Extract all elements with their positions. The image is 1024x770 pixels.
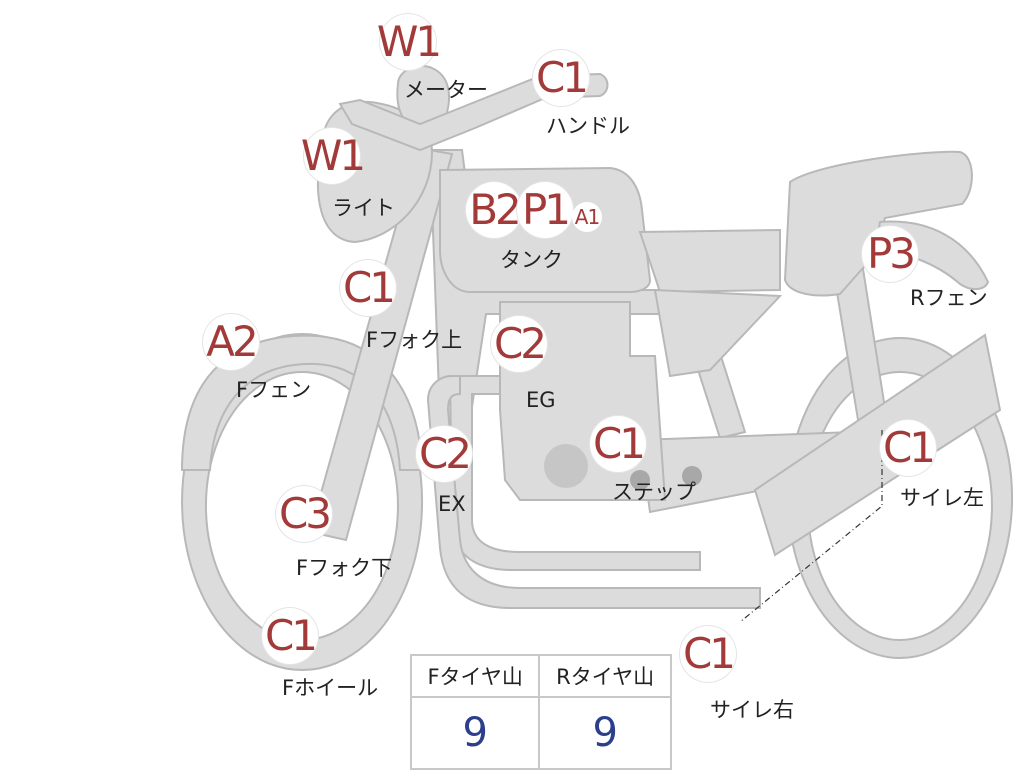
silencer-left-marker[interactable]: C1 [880, 420, 936, 476]
tire-tread-table: Fタイヤ山 Rタイヤ山 9 9 [409, 654, 672, 770]
meter-label: メーター [404, 78, 488, 102]
silencer [753, 333, 1002, 557]
exhaust-pipes-lower [426, 375, 761, 609]
side-cover [638, 228, 781, 294]
silencer-left-label: サイレ左 [900, 486, 984, 510]
front-fork [308, 146, 454, 542]
silencer-right-label: サイレ右 [710, 698, 794, 722]
front-tire-value[interactable]: 9 [409, 696, 541, 770]
fwheel-marker[interactable]: C1 [262, 608, 318, 664]
ffork-lower-label: Fフォク下 [296, 556, 393, 580]
handle-marker[interactable]: C1 [533, 50, 589, 106]
silencer-leader-line [739, 430, 883, 623]
exhaust-label: EX [438, 492, 466, 516]
tank-b-marker[interactable]: B2 [466, 182, 522, 238]
step-peg-right [682, 466, 702, 486]
under-panel [653, 288, 783, 378]
ffork-upper-marker[interactable]: C1 [340, 260, 396, 316]
seat [783, 150, 973, 297]
step-marker[interactable]: C1 [590, 416, 646, 472]
ffender-label: Fフェン [236, 378, 312, 402]
step-label: ステップ [612, 480, 696, 504]
silencer-right-marker[interactable]: C1 [680, 626, 736, 682]
rfender-marker[interactable]: P3 [862, 226, 918, 282]
light-marker[interactable]: W1 [301, 128, 366, 184]
rear-tire-header: Rタイヤ山 [538, 654, 672, 698]
light-label: ライト [332, 196, 395, 220]
step-peg-left [630, 470, 650, 490]
engine-cover-circle [544, 444, 588, 488]
engine-label: EG [526, 388, 556, 412]
tank-a-marker[interactable]: A1 [572, 202, 602, 232]
ffender-marker[interactable]: A2 [203, 314, 259, 370]
exhaust-marker[interactable]: C2 [416, 426, 472, 482]
tank-label: タンク [500, 248, 563, 272]
meter-marker[interactable]: W1 [377, 14, 442, 70]
fwheel-label: Fホイール [282, 676, 379, 700]
rfender-label: Rフェン [910, 286, 988, 310]
rear-tire-value[interactable]: 9 [538, 696, 672, 770]
engine-marker[interactable]: C2 [491, 316, 547, 372]
handle-label: ハンドル [546, 114, 630, 138]
tank-p-marker[interactable]: P1 [517, 182, 573, 238]
ffork-lower-marker[interactable]: C3 [276, 486, 332, 542]
ffork-upper-label: Fフォク上 [366, 328, 463, 352]
front-tire-header: Fタイヤ山 [409, 654, 541, 698]
